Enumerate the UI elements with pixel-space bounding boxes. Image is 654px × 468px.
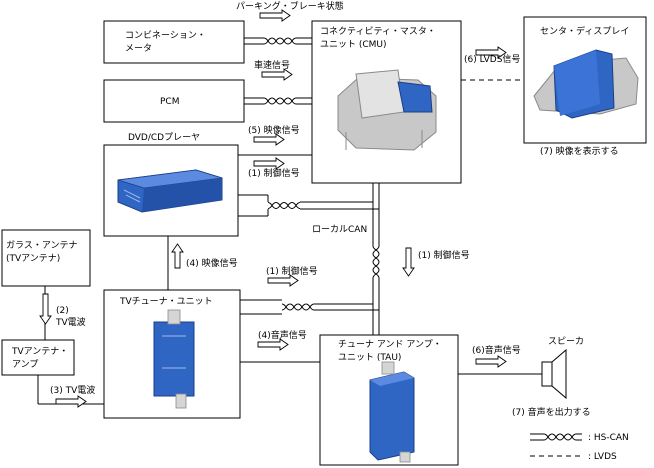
speaker-label: スピーカ: [548, 336, 584, 347]
tv-tuner-device-image: [153, 309, 195, 409]
speaker-icon: [541, 348, 567, 400]
glass-antenna-label-2: (TVアンテナ): [6, 253, 60, 264]
video-5-arrow: [253, 133, 285, 146]
dvd-player-device-image: [117, 169, 223, 213]
parking-brake-label: パーキング・ブレーキ状態: [236, 0, 344, 12]
tau-label-2: ユニット (TAU): [338, 353, 401, 363]
cmu-label-1: コネクティビティ・マスタ・: [320, 26, 436, 37]
combination-meter-box: コンビネーション・ メータ: [103, 20, 245, 64]
local-can-label: ローカルCAN: [312, 224, 367, 235]
center-display-device-image: [533, 49, 639, 119]
dvd-local-can-link: [238, 194, 379, 217]
dvd-player-label: DVD/CDプレーヤ: [128, 132, 200, 143]
video-4-label: (4) 映像信号: [186, 257, 238, 269]
control-1-dvd-label: (1) 制御信号: [248, 167, 300, 179]
vehicle-speed-label: 車速信号: [254, 59, 290, 71]
tv-wave-2-label-2: TV電波: [55, 316, 86, 328]
pcm-box: PCM: [103, 79, 245, 123]
tuner-local-can-link: [240, 299, 379, 315]
tv-wave-2-arrow: [39, 293, 52, 325]
glass-antenna-box: ガラス・アンテナ (TVアンテナ): [1, 229, 91, 287]
cmu-device-image: [337, 69, 437, 151]
control-1-right-arrow: [402, 247, 415, 277]
output-audio-7-label: (7) 音声を出力する: [512, 406, 591, 418]
legend-hs-can: : HS-CAN: [530, 433, 629, 443]
cmu-box: コネクティビティ・マスタ・ ユニット (CMU): [311, 20, 462, 184]
lvds-6-arrow: [475, 46, 507, 59]
display-video-7-label: (7) 映像を表示する: [540, 145, 619, 157]
pcm-label: PCM: [160, 97, 179, 107]
tau-label-1: チューナ アンド アンプ・: [338, 339, 442, 350]
parking-brake-arrow: [259, 9, 291, 22]
center-display-label: センタ・ディスプレイ: [540, 25, 629, 37]
video-5-label: (5) 映像信号: [248, 124, 300, 136]
legend: : HS-CAN : LVDS: [530, 433, 629, 462]
tv-antenna-amp-label-2: アンプ: [12, 359, 38, 370]
pcm-cmu-link: [244, 97, 312, 105]
glass-antenna-label-1: ガラス・アンテナ: [6, 240, 77, 251]
control-1-dvd-arrow: [253, 157, 285, 170]
audio-4-arrow: [257, 338, 289, 351]
tv-antenna-amp-label-1: TVアンテナ・: [11, 346, 68, 357]
tv-antenna-amp-box: TVアンテナ・ アンプ: [1, 339, 75, 376]
tau-box: チューナ アンド アンプ・ ユニット (TAU): [319, 334, 459, 466]
dvd-player-box: DVD/CDプレーヤ: [103, 132, 239, 237]
tv-wave-2-label-1: (2): [56, 306, 69, 316]
control-1-tuner-arrow: [267, 274, 299, 287]
video-4-arrow: [171, 243, 184, 269]
audio-6-arrow: [475, 355, 507, 368]
meter-cmu-link: [244, 37, 312, 45]
control-1-tuner-label: (1) 制御信号: [266, 265, 318, 277]
legend-lvds: : LVDS: [530, 452, 617, 462]
tv-wave-3-arrow: [55, 395, 87, 408]
tau-device-image: [369, 361, 415, 463]
cmu-label-2: ユニット (CMU): [320, 40, 387, 50]
tv-wave-3-label: (3) TV電波: [50, 384, 95, 396]
legend-lvds-label: : LVDS: [588, 452, 617, 462]
combination-meter-label-2: メータ: [125, 43, 152, 54]
local-can-bus: [372, 183, 380, 335]
lvds-6-label: (6) LVDS信号: [464, 53, 520, 65]
tv-tuner-label: TVチューナ・ユニット: [119, 296, 213, 307]
audio-6-label: (6)音声信号: [472, 344, 521, 356]
center-display-box: センタ・ディスプレイ: [523, 16, 647, 144]
tv-tuner-box: TVチューナ・ユニット: [103, 289, 241, 419]
control-1-right-label: (1) 制御信号: [418, 249, 470, 261]
audio-4-label: (4)音声信号: [258, 329, 307, 341]
combination-meter-label-1: コンビネーション・: [125, 30, 206, 41]
legend-hs-can-label: : HS-CAN: [588, 433, 629, 443]
vehicle-speed-arrow: [261, 68, 293, 81]
